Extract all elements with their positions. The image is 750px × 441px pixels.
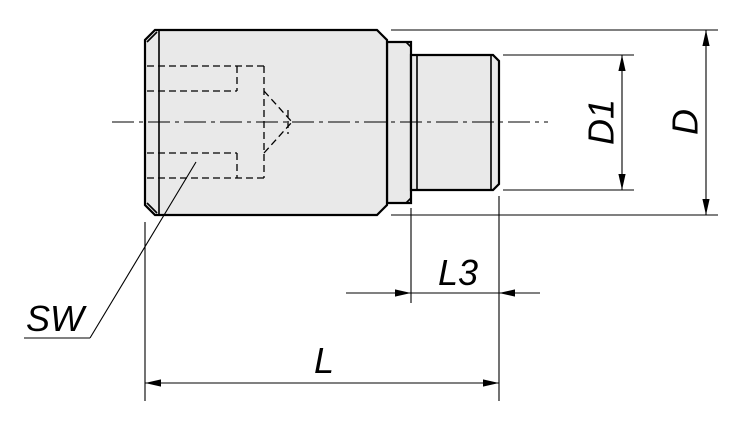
dim-l3: L3	[346, 196, 540, 401]
dim-d1: D1	[503, 54, 634, 191]
l-label: L	[314, 340, 334, 381]
dim-d: D	[391, 29, 718, 216]
l3-label: L3	[438, 252, 478, 293]
d-label: D	[665, 109, 706, 135]
l3-arrow-left	[395, 289, 411, 297]
l3-arrow-right	[499, 289, 515, 297]
callout-sw: SW	[24, 161, 197, 339]
sw-label: SW	[26, 298, 87, 339]
d-arrow-bottom	[702, 199, 710, 215]
d-arrow-top	[702, 30, 710, 46]
l-arrow-left	[145, 379, 161, 387]
d1-label: D1	[581, 99, 622, 145]
sw-leader-line	[89, 161, 197, 339]
dim-l: L	[144, 222, 499, 401]
d1-arrow-top	[618, 55, 626, 71]
l-arrow-right	[483, 379, 499, 387]
d1-arrow-bottom	[618, 174, 626, 190]
